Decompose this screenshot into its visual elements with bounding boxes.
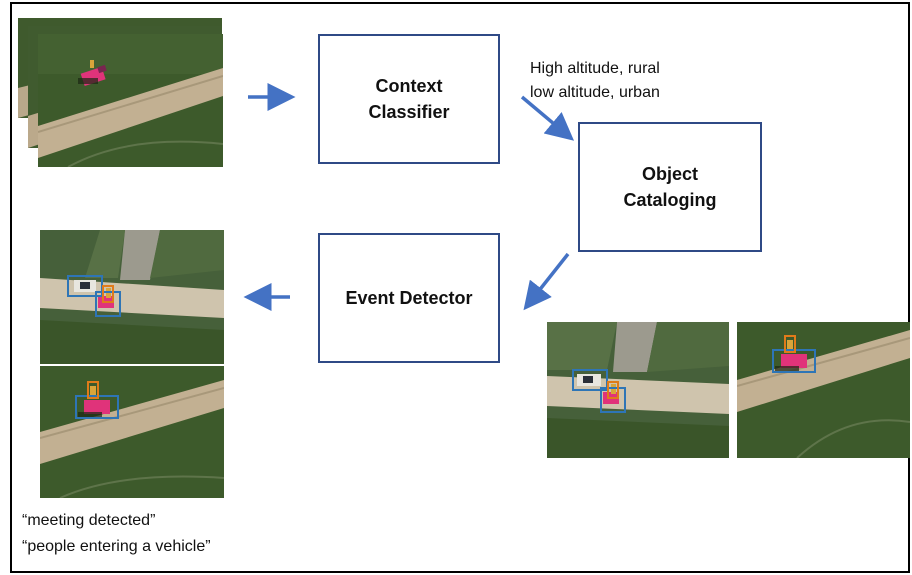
context-classifier-label: Context Classifier [368, 76, 450, 122]
object-cataloging-box: Object Cataloging [578, 122, 762, 252]
object-cataloging-label: Object Cataloging [623, 164, 717, 210]
context-label-low-altitude: low altitude, urban [530, 84, 660, 101]
meeting-detection-image [40, 230, 224, 364]
event-caption-entering-vehicle: “people entering a vehicle” [22, 538, 211, 555]
event-caption-meeting: “meeting detected” [22, 512, 156, 529]
event-detector-label: Event Detector [345, 288, 473, 308]
event-detector-box: Event Detector [318, 233, 500, 363]
catalog-image-vehicle [737, 322, 910, 458]
context-classifier-box: Context Classifier [318, 34, 500, 164]
arrow-cataloging-to-detector [523, 252, 570, 311]
catalog-image-meeting [547, 322, 729, 458]
vehicle-detection-image [40, 366, 224, 498]
diagram-frame [10, 2, 910, 573]
input-aerial-image [38, 34, 223, 167]
arrow-classifier-to-cataloging [520, 95, 575, 141]
context-label-high-altitude: High altitude, rural [530, 60, 660, 77]
